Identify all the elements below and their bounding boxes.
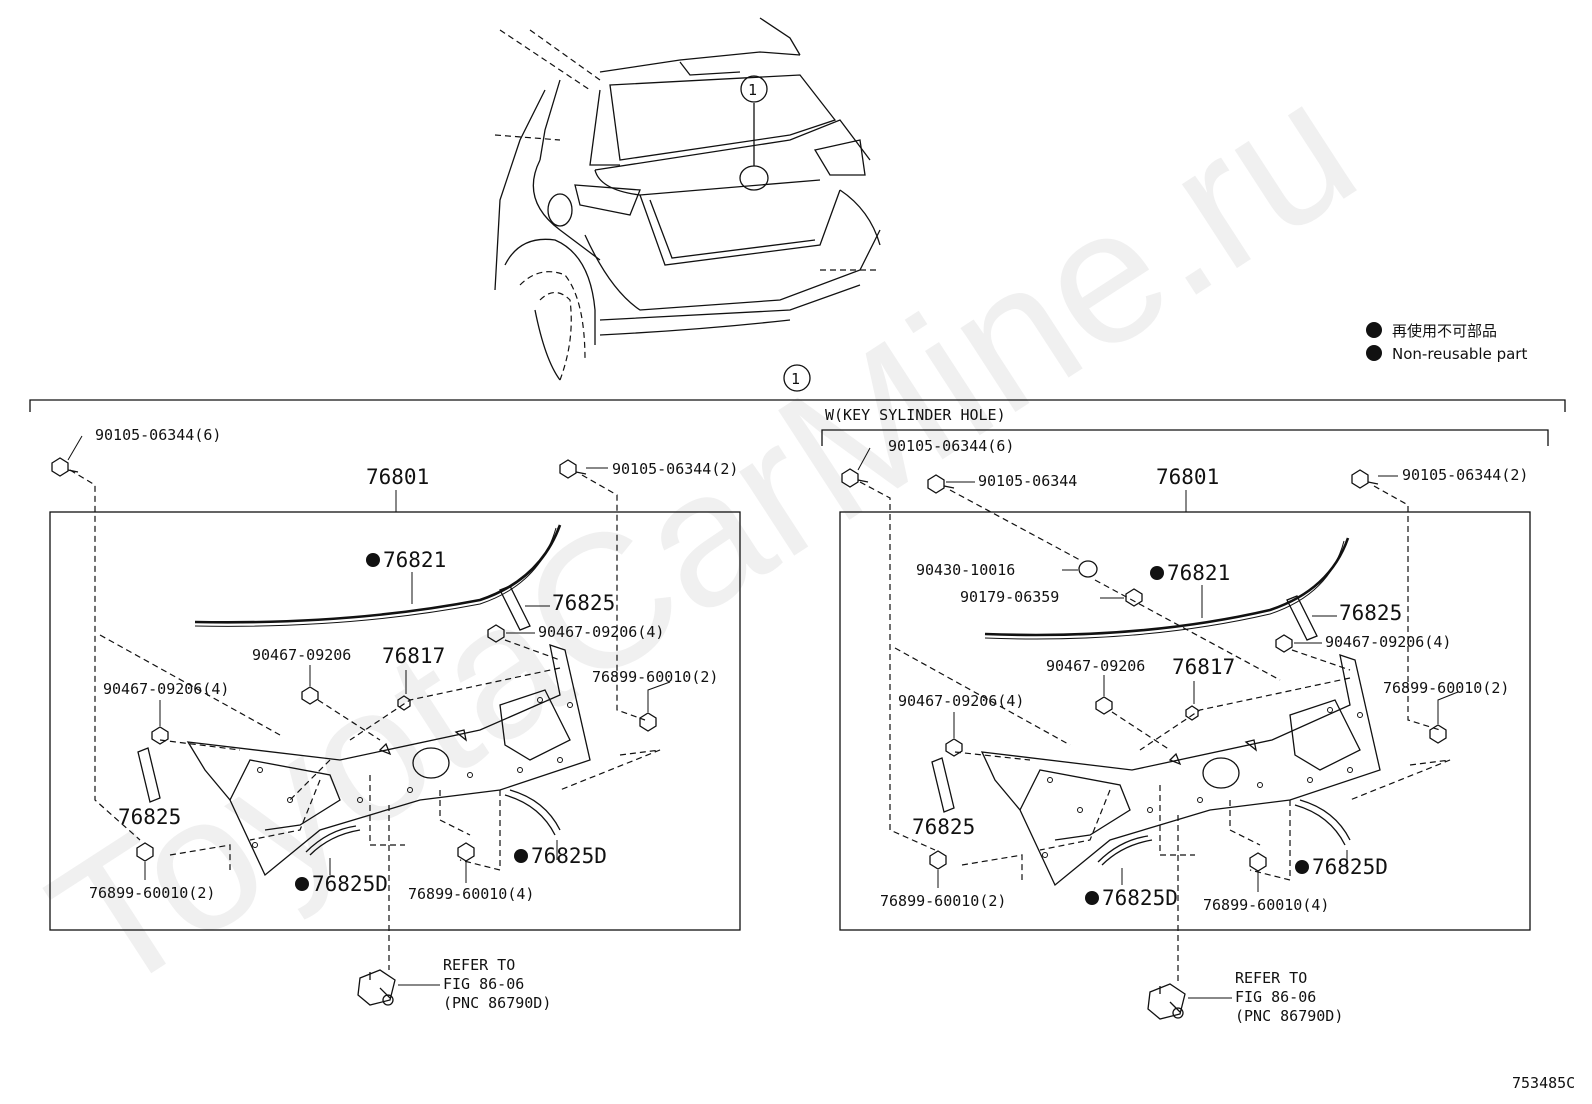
car-illustration: 1 [494, 17, 881, 381]
bolt-icon [1351, 469, 1379, 489]
non-reusable-dot-icon [1366, 345, 1382, 361]
nut-icon [1429, 724, 1447, 744]
clip-icon [301, 686, 319, 705]
label-main-part: 76801 [366, 465, 429, 489]
label-nut-bottom: 76899-60010(4) [408, 885, 534, 903]
legend-japanese: 再使用不可部品 [1392, 322, 1497, 340]
nut-icon [929, 850, 947, 870]
label-main-part-right: 76801 [1156, 465, 1219, 489]
label-seal-right-right: 76825D [1312, 855, 1388, 879]
label-pad-left-right: 76825 [912, 815, 975, 839]
right-refer-line-3: (PNC 86790D) [1235, 1007, 1343, 1025]
left-panel: 90105-06344(6) 90105-06344(2) 76801 7682… [49, 426, 741, 1012]
nut-icon [136, 842, 154, 862]
nut-icon [639, 712, 657, 732]
label-bolt-extra: 90105-06344 [978, 472, 1077, 490]
label-nut-right: 76899-60010(2) [592, 668, 718, 686]
label-molding: 76821 [383, 548, 446, 572]
assembly-bracket: 1 W(KEY SYLINDER HOLE) [29, 364, 1566, 446]
nut-icon [457, 842, 475, 862]
non-reusable-dot-icon [514, 849, 528, 863]
left-refer-line-1: REFER TO [443, 956, 515, 974]
label-plug: 90179-06359 [960, 588, 1059, 606]
label-seal-right: 76825D [531, 844, 607, 868]
legend: 再使用不可部品 Non-reusable part [1366, 322, 1527, 363]
non-reusable-dot-icon [1295, 860, 1309, 874]
label-bolt-top-right-right: 90105-06344(2) [1402, 466, 1528, 484]
label-clip-center: 90467-09206 [252, 646, 351, 664]
non-reusable-dot-icon [1150, 566, 1164, 580]
bracket-callout-number: 1 [791, 370, 800, 388]
label-bolt-top-left-right: 90105-06344(6) [888, 437, 1014, 455]
label-washer: 90430-10016 [916, 561, 1015, 579]
label-clip-left-right: 90467-09206(4) [898, 692, 1024, 710]
label-clip-right-right: 90467-09206(4) [1325, 633, 1451, 651]
label-bolt-top-right: 90105-06344(2) [612, 460, 738, 478]
figure-id: 753485C [1512, 1074, 1575, 1092]
right-panel: 90105-06344(6) 90105-06344 90105-06344(2… [839, 437, 1531, 1025]
non-reusable-dot-icon [295, 877, 309, 891]
right-refer-line-1: REFER TO [1235, 969, 1307, 987]
label-pad-right-right: 76825 [1339, 601, 1402, 625]
non-reusable-dot-icon [1085, 891, 1099, 905]
bolt-icon [559, 459, 587, 479]
label-bolt-top-left: 90105-06344(6) [95, 426, 221, 444]
non-reusable-dot-icon [1366, 322, 1382, 338]
part-center-icon [397, 695, 411, 711]
back-door-panel-keyhole [980, 654, 1381, 887]
pad-icon [499, 585, 531, 631]
label-seal-left-right: 76825D [1102, 886, 1178, 910]
label-nut-left-right: 76899-60010(2) [880, 892, 1006, 910]
right-refer-line-2: FIG 86-06 [1235, 988, 1316, 1006]
clip-icon [1095, 696, 1113, 715]
label-clip-right: 90467-09206(4) [538, 623, 664, 641]
label-pad-right: 76825 [552, 591, 615, 615]
label-clip-center-right: 90467-09206 [1046, 657, 1145, 675]
pad-icon [137, 747, 161, 803]
key-cylinder-icon [1147, 983, 1186, 1020]
clip-icon [151, 726, 169, 745]
plug-icon [1125, 588, 1143, 607]
legend-english: Non-reusable part [1392, 345, 1527, 363]
pad-icon [1286, 595, 1318, 641]
callout-number: 1 [748, 81, 757, 99]
label-part-center: 76817 [382, 644, 445, 668]
right-panel-frame [839, 511, 1531, 931]
label-nut-right-right: 76899-60010(2) [1383, 679, 1509, 697]
left-refer-line-3: (PNC 86790D) [443, 994, 551, 1012]
label-nut-left: 76899-60010(2) [89, 884, 215, 902]
bolt-icon [51, 457, 79, 477]
left-panel-frame [49, 511, 741, 931]
label-molding-right: 76821 [1167, 561, 1230, 585]
back-door-panel [186, 644, 591, 877]
clip-icon [487, 624, 505, 643]
label-clip-left: 90467-09206(4) [103, 680, 229, 698]
pad-icon [931, 757, 955, 813]
clip-icon [945, 738, 963, 757]
left-refer-line-2: FIG 86-06 [443, 975, 524, 993]
part-center-icon [1185, 705, 1199, 721]
clip-icon [1275, 634, 1293, 653]
washer-icon [1078, 560, 1098, 578]
key-cylinder-icon [357, 969, 396, 1006]
label-nut-bottom-right: 76899-60010(4) [1203, 896, 1329, 914]
bolt-icon [927, 474, 955, 494]
label-part-center-right: 76817 [1172, 655, 1235, 679]
non-reusable-dot-icon [366, 553, 380, 567]
bolt-icon [841, 468, 869, 488]
nut-icon [1249, 852, 1267, 872]
label-pad-left: 76825 [118, 805, 181, 829]
variant-right-label: W(KEY SYLINDER HOLE) [825, 406, 1006, 424]
label-seal-left: 76825D [312, 872, 388, 896]
